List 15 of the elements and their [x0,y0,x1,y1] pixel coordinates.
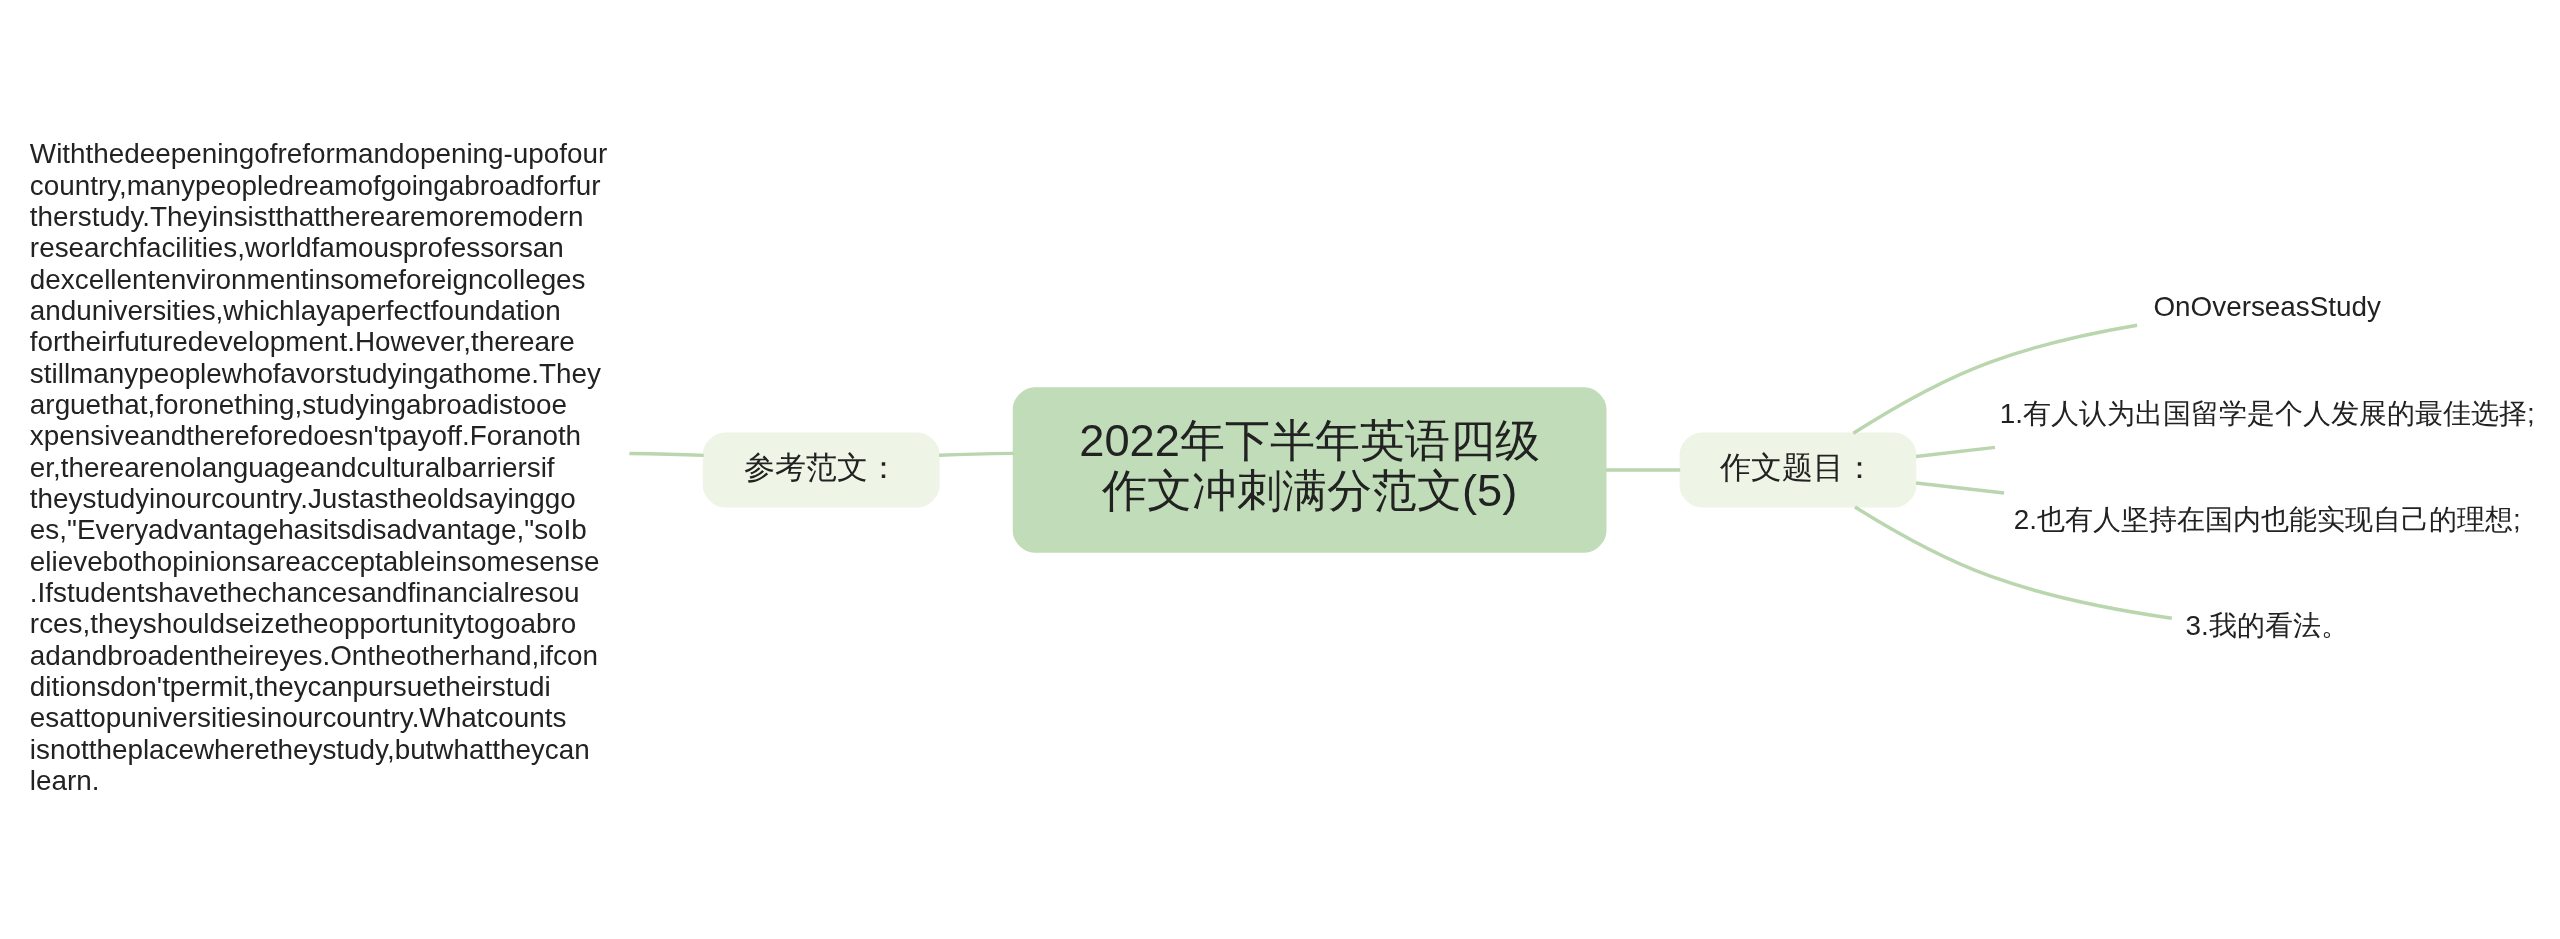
connector [1915,445,1996,458]
node-text: Withthedeepeningofreformandopening-upofourcountry,manypeopledreamofgoingabroadforfurtherstudy.Theyinsistthattherearemoremodernresearchfacilities,worldfamousprofessorsandexcellentenvironmentinsomeforeigncollegesanduniversities,whichlayaperfectfoundationfortheirfuturedevelopment.However,therearestillmanypeoplewhofavorstudyingathome.Theyarguethat,foronething,studyingabroadistooexpensiveandthereforedoesn'tpayoff.Foranother,therearenolanguageandculturalbarriersiftheystudyinourcountry.Justastheoldsayinggoes,"Everyadvantagehasitsdisadvantage,"soIbelievebothopinionsareacceptableinsomesense.Ifstudentshavethechancesandfinancialresources,theyshouldseizetheopportunitytogoabroadandbroadentheireyes.Ontheotherhand,ifconditionsdon'tpermit,theycanpursuetheirstudiesattopuniversitiesinourcountry.Whatcountsisnottheplacewheretheystudy,butwhattheycanlearn. [29,137,608,796]
node-text: OnOverseasStudy [2153,290,2381,322]
connector [629,451,704,457]
node-box: 参考范文： [702,432,940,507]
connector [1915,480,2005,495]
node-text: 2.也有人坚持在国内也能实现自己的理想; [2013,503,2521,535]
connector [1852,323,2138,435]
connector [1854,505,2173,620]
node-box: 作文题目： [1679,432,1917,507]
connector [1606,467,1681,472]
connector [939,451,1014,457]
node-text: 3.我的看法。 [2185,609,2349,641]
node-box: 2022年下半年英语四级作文冲刺满分范文(5) [1012,386,1607,553]
node-text: 1.有人认为出国留学是个人发展的最佳选择; [1999,397,2535,429]
